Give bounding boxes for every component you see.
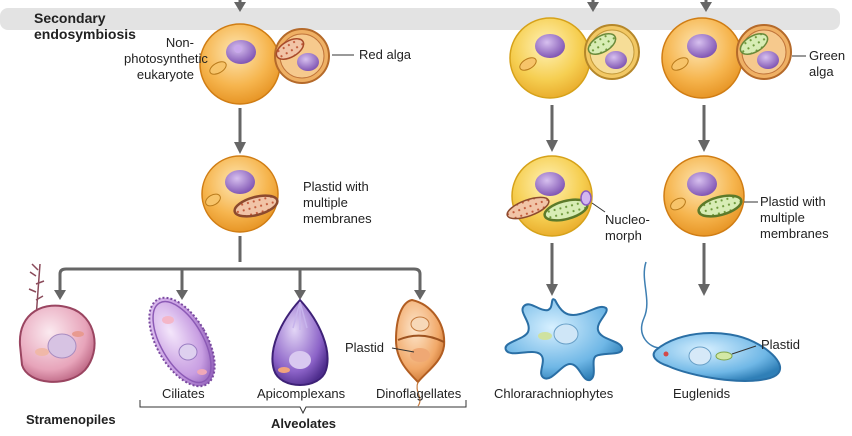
header-band [0,8,840,30]
stramenopile-organism [18,263,96,383]
apicomplexans-label: Apicomplexans [257,386,346,401]
host-label: Non- photosynthetic eukaryote [124,35,208,82]
ciliate-organism [148,296,216,388]
chlorarachniophytes-label: Chlorarachniophytes [494,386,614,401]
euglenid-plastid-label: Plastid [761,337,801,352]
dino-plastid-label: Plastid [345,340,385,355]
host-cell-red [199,23,281,105]
apicomplexan-organism [271,298,329,386]
top-arrows [238,0,708,6]
branch-arrowheads [54,290,426,300]
green-alga-cell-a [584,24,640,80]
host-with-nucleomorph [506,155,593,237]
host-with-green-plastid [663,155,745,237]
host-cell-green-b [661,17,743,99]
host-with-red-plastid [201,155,279,233]
dinoflagellates-label: Dinoflagellates [376,386,462,401]
dinoflagellate-organism [391,298,446,407]
euglenids-label: Euglenids [673,386,731,401]
section-title: Secondary endosymbiosis [34,10,136,42]
nucleomorph-label: Nucleo- morph [605,212,650,243]
right-plastid-label: Plastid with multiple membranes [760,194,829,241]
branch-tree [58,236,422,294]
alveolates-brace [139,400,467,415]
red-alga-cell [274,28,330,84]
top-arrowheads [234,2,712,12]
host-cell-green-a [509,17,591,99]
left-plastid-label: Plastid with multiple membranes [303,179,372,226]
chlorarachniophyte-organism [504,298,624,382]
green-alga-cell-b [736,24,792,80]
green-alga-label: Green alga [809,48,846,79]
stramenopiles-label: Stramenopiles [26,412,116,427]
ciliates-label: Ciliates [162,386,205,401]
alveolates-label: Alveolates [271,416,337,431]
red-alga-label: Red alga [359,47,412,62]
euglenid-organism [640,261,782,382]
